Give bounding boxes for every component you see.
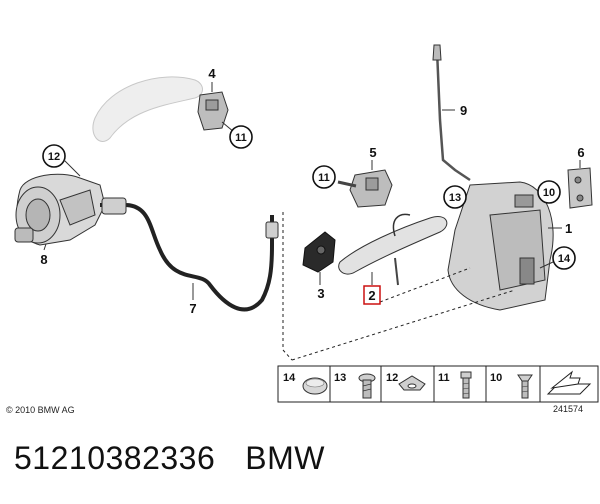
bolt-icon [460, 371, 472, 399]
legend-label-12: 12 [386, 372, 398, 384]
part-caption: 51210382336 BMW [14, 440, 325, 477]
hardware-legend: 14 13 12 11 10 [277, 365, 599, 403]
callout-9: 9 [460, 103, 467, 118]
torx-screw-icon [358, 373, 376, 399]
part-8-lock-cylinder [14, 173, 106, 246]
arrow-icon [546, 370, 592, 395]
legend-label-14: 14 [283, 372, 296, 384]
part-5-bracket [337, 169, 393, 208]
legend-label-13: 13 [334, 372, 346, 384]
callout-11-lower: 11 [312, 165, 336, 189]
legend-label-11: 11 [438, 372, 450, 384]
part-4-bracket [197, 91, 229, 131]
grommet-icon [398, 375, 426, 391]
callout-5: 5 [369, 145, 376, 160]
svg-text:14: 14 [558, 253, 571, 265]
callout-3: 3 [317, 286, 324, 301]
countersunk-screw-icon [517, 374, 533, 399]
part-1-door-lock [447, 181, 554, 311]
part-6-bracket [567, 167, 593, 209]
callout-4: 4 [208, 66, 216, 81]
brand-name: BMW [245, 440, 325, 476]
callout-12: 12 [42, 144, 66, 168]
part-3-gasket [302, 231, 336, 273]
parts-diagram: 12 11 11 13 10 14 4 5 6 9 1 8 7 3 2 [14, 44, 599, 403]
copyright: © 2010 BMW AG [6, 405, 75, 415]
callout-13: 13 [443, 185, 467, 209]
part-number: 51210382336 [14, 440, 216, 476]
callout-2-highlighted: 2 [363, 285, 381, 305]
callout-11-upper: 11 [229, 125, 253, 149]
svg-text:11: 11 [318, 172, 330, 184]
part-9-lock-rod [432, 44, 471, 182]
callout-8: 8 [40, 252, 47, 267]
legend-label-10: 10 [490, 372, 502, 384]
svg-text:11: 11 [235, 132, 247, 144]
svg-text:10: 10 [543, 187, 555, 199]
faded-outer-handle [92, 76, 203, 142]
callout-10: 10 [537, 180, 561, 204]
callout-7: 7 [189, 301, 196, 316]
callout-14: 14 [552, 246, 576, 270]
part-2-door-handle [338, 213, 448, 286]
callout-6: 6 [577, 145, 584, 160]
svg-text:12: 12 [48, 151, 60, 163]
part-7-cable [100, 197, 279, 312]
diagram-reference-number: 241574 [553, 404, 584, 414]
callout-1: 1 [565, 221, 572, 236]
svg-text:13: 13 [449, 192, 461, 204]
svg-text:2: 2 [368, 288, 375, 303]
assembly-leader-lines [282, 212, 516, 361]
plug-icon [302, 377, 328, 395]
